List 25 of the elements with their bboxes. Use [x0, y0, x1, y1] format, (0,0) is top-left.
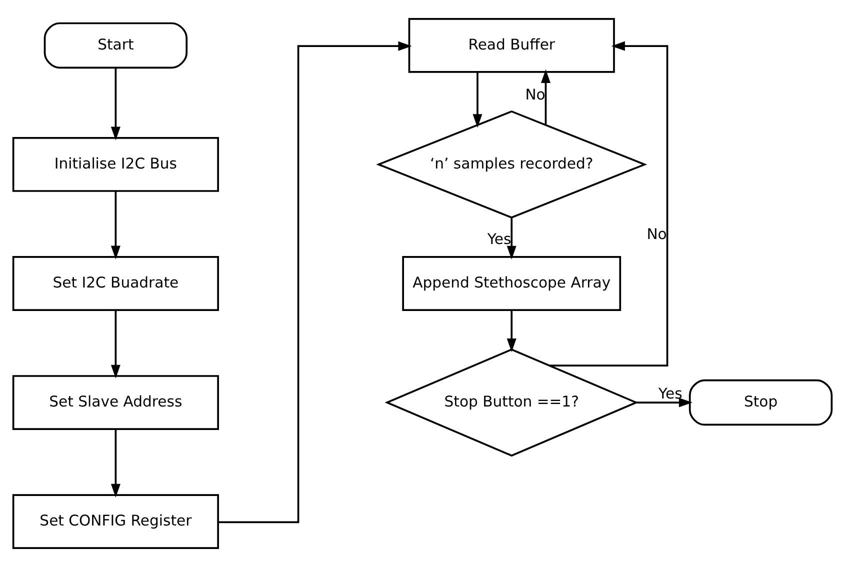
edge-label: Yes: [487, 231, 512, 248]
edge-label: Yes: [658, 385, 682, 402]
edge-label: No: [525, 86, 546, 104]
node-box: Initialise I2C Bus: [12, 137, 219, 192]
arrow: [636, 398, 692, 408]
edge-label: No: [646, 226, 667, 243]
arrow: [110, 192, 120, 260]
node-box: Set Slave Address: [12, 375, 219, 430]
node-box: Set I2C Buadrate: [12, 256, 219, 311]
node-box: Append Stethoscope Array: [402, 256, 622, 311]
arrow: [110, 68, 120, 140]
arrow: [506, 310, 516, 352]
node-box: Set CONFIG Register: [12, 494, 219, 549]
arrow: [110, 310, 120, 378]
arrow: [506, 218, 516, 260]
node-diamond: Stop Button ==1?: [384, 348, 639, 457]
arrow: [540, 69, 550, 125]
node-box: Stop: [688, 379, 833, 426]
arrow: [549, 41, 668, 366]
node-diamond: ‘n’ samples recorded?: [376, 110, 648, 219]
arrow: [218, 41, 412, 524]
node-box: Start: [44, 22, 188, 69]
node-box: Read Buffer: [408, 18, 615, 73]
arrow: [110, 430, 120, 498]
arrow: [472, 72, 482, 128]
